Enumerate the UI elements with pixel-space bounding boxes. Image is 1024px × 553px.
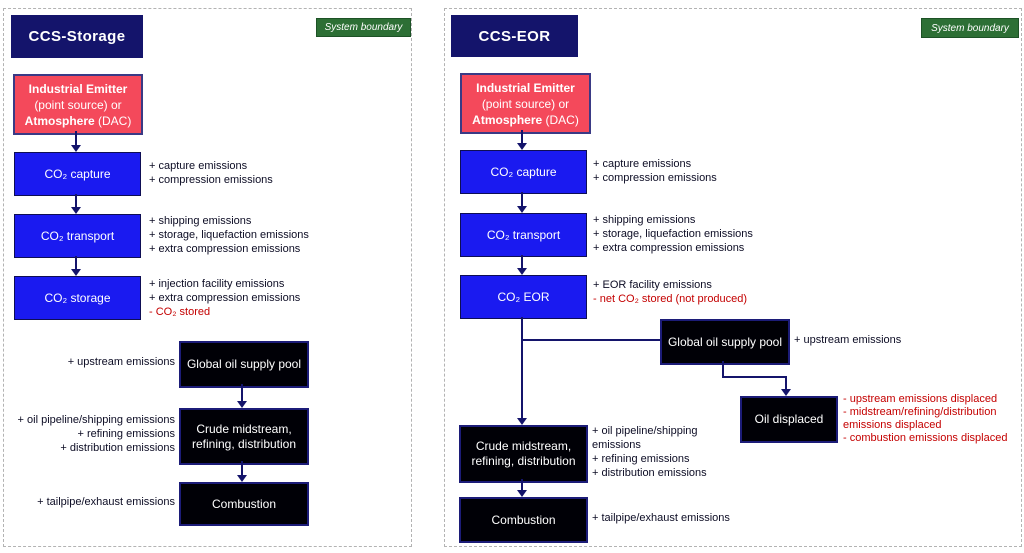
oil-displaced-label: Oil displaced: [754, 412, 824, 426]
global-oil-supply-pool-box: Global oil supply pool: [660, 319, 790, 365]
arrow-down: [517, 143, 527, 150]
ccs-eor-panel: CCS-EOR System boundary Industrial Emitt…: [444, 8, 1022, 547]
emitter-line-3: Atmosphere (DAC): [24, 113, 132, 128]
combustion-notes: + tailpipe/exhaust emissions: [37, 496, 175, 508]
emitter-line-2: (point source) or: [34, 97, 122, 112]
flow-line: [722, 361, 724, 377]
combustion-box: Combustion: [459, 497, 588, 543]
co2-eor-label: CO₂ EOR: [497, 290, 550, 304]
oil-displaced-notes: - upstream emissions displaced - midstre…: [843, 393, 1008, 444]
pool-notes: + upstream emissions: [67, 356, 175, 368]
oil-displaced-box: Oil displaced: [740, 396, 838, 443]
co2-eor-notes: + EOR facility emissions - net CO₂ store…: [593, 279, 748, 305]
arrow-down: [517, 490, 527, 497]
co2-transport-box: CO₂ transport: [14, 214, 141, 258]
arrow-down: [517, 418, 527, 425]
flow-line: [241, 461, 243, 475]
combustion-label: Combustion: [491, 512, 556, 527]
co2-transport-notes: + shipping emissions + storage, liquefac…: [593, 214, 753, 254]
co2-capture-box: CO₂ capture: [460, 150, 587, 194]
system-boundary-label: System boundary: [931, 22, 1009, 34]
emitter-line-1: Industrial Emitter: [28, 81, 128, 96]
co2-transport-label: CO₂ transport: [486, 228, 561, 242]
flow-line: [521, 255, 523, 268]
arrow-down: [517, 268, 527, 275]
emitter-line-3: Atmosphere (DAC): [472, 112, 579, 127]
flow-line-branch: [523, 339, 660, 341]
crude-midstream-label: Crude midstream, refining, distribution: [191, 421, 297, 451]
flow-line: [722, 376, 787, 378]
co2-capture-box: CO₂ capture: [14, 152, 141, 196]
crude-midstream-box: Crude midstream, refining, distribution: [179, 408, 309, 465]
co2-capture-label: CO₂ capture: [490, 165, 557, 179]
co2-capture-notes: + capture emissions + compression emissi…: [593, 158, 717, 184]
arrow-down: [781, 389, 791, 396]
flow-line: [241, 384, 243, 401]
flow-line: [75, 131, 77, 145]
pool-notes: + upstream emissions: [794, 334, 902, 346]
panel-title-label: CCS-Storage: [28, 28, 126, 45]
flow-line: [521, 130, 523, 143]
co2-eor-box: CO₂ EOR: [460, 275, 587, 319]
co2-storage-box: CO₂ storage: [14, 276, 141, 320]
ccs-eor-title: CCS-EOR: [451, 15, 578, 57]
arrow-down: [237, 401, 247, 408]
flow-line: [521, 317, 523, 418]
arrow-down: [71, 269, 81, 276]
co2-capture-notes: + capture emissions + compression emissi…: [149, 160, 273, 186]
crude-midstream-notes: + oil pipeline/shipping emissions + refi…: [17, 414, 175, 454]
co2-transport-label: CO₂ transport: [40, 229, 115, 243]
flow-line: [785, 377, 787, 389]
flow-line: [75, 256, 77, 269]
arrow-down: [71, 207, 81, 214]
industrial-emitter-box: Industrial Emitter (point source) or Atm…: [460, 73, 591, 134]
industrial-emitter-box: Industrial Emitter (point source) or Atm…: [13, 74, 143, 135]
arrow-down: [517, 206, 527, 213]
flow-line: [521, 192, 523, 206]
co2-capture-label: CO₂ capture: [44, 167, 111, 181]
system-boundary-badge: System boundary: [921, 18, 1019, 38]
system-boundary-label: System boundary: [324, 22, 403, 33]
combustion-box: Combustion: [179, 482, 309, 526]
pool-label: Global oil supply pool: [667, 334, 783, 349]
crude-midstream-label: Crude midstream, refining, distribution: [471, 439, 576, 468]
ccs-storage-panel: CCS-Storage System boundary Industrial E…: [3, 8, 412, 547]
crude-midstream-box: Crude midstream, refining, distribution: [459, 425, 588, 483]
co2-storage-label: CO₂ storage: [44, 291, 111, 305]
crude-midstream-notes: + oil pipeline/shipping emissions + refi…: [592, 425, 707, 479]
ccs-storage-title: CCS-Storage: [11, 15, 143, 58]
combustion-notes: + tailpipe/exhaust emissions: [592, 512, 730, 524]
system-boundary-badge: System boundary: [316, 18, 411, 37]
flow-line: [75, 194, 77, 207]
arrow-down: [237, 475, 247, 482]
pool-label: Global oil supply pool: [186, 357, 302, 371]
emitter-line-2: (point source) or: [481, 96, 570, 111]
co2-storage-notes: + injection facility emissions + extra c…: [149, 278, 301, 318]
arrow-down: [71, 145, 81, 152]
flow-line: [521, 479, 523, 490]
panel-title-label: CCS-EOR: [478, 27, 551, 45]
combustion-label: Combustion: [211, 496, 277, 511]
emitter-line-1: Industrial Emitter: [476, 80, 575, 95]
global-oil-supply-pool-box: Global oil supply pool: [179, 341, 309, 388]
co2-transport-box: CO₂ transport: [460, 213, 587, 257]
co2-transport-notes: + shipping emissions + storage, liquefac…: [149, 215, 309, 255]
